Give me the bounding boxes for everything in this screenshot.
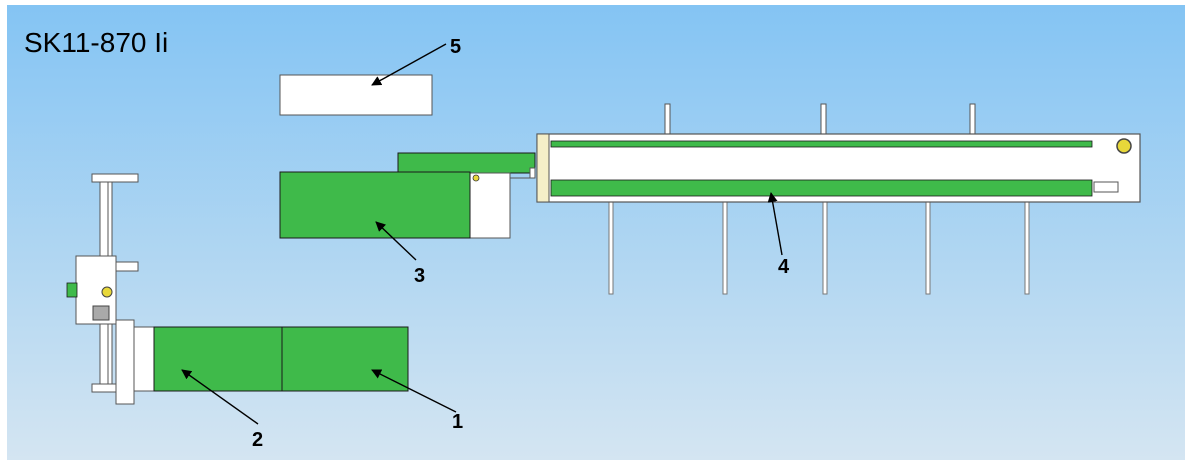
part-4-long-rail [536,103,1141,295]
top-pin [820,103,827,137]
part-3-mounting-block [279,152,536,239]
bottom-pin [1024,199,1030,295]
bottom-pin [925,199,931,295]
callout-5: 5 [371,36,461,86]
bottom-pin [722,199,728,295]
callout-1-label: 1 [452,411,463,433]
callout-1-leader [371,369,457,413]
callout-3: 3 [375,221,425,287]
bracket-green-knob [66,282,78,298]
top-pin [969,103,976,137]
part-5-cover-plate [279,74,433,116]
callout-3-label: 3 [414,265,425,287]
top-pin [664,103,671,137]
callout-4-label: 4 [778,256,790,278]
callout-5-leader [371,43,447,86]
bracket-screw [101,286,113,298]
bracket-slider [92,305,110,321]
rail-screw [1116,138,1132,154]
callout-2: 2 [181,369,263,451]
callout-4-leader [767,192,783,256]
bottom-pin [822,199,828,295]
bottom-pin [608,199,614,295]
callout-2-leader [181,369,259,425]
callout-1: 1 [371,369,463,433]
callout-3-leader [375,221,417,261]
diagram-title: SK11-870 Ii [24,27,168,58]
part-1-green-section [281,326,409,392]
callout-4: 4 [767,192,790,278]
part-2-green-section [153,326,283,392]
rail-end-cap [536,133,550,203]
rail-end-fitting [1093,181,1119,193]
background-panel [7,5,1185,460]
left-mounting-bracket [66,173,155,405]
callout-5-label: 5 [450,36,461,58]
callout-2-label: 2 [252,429,263,451]
